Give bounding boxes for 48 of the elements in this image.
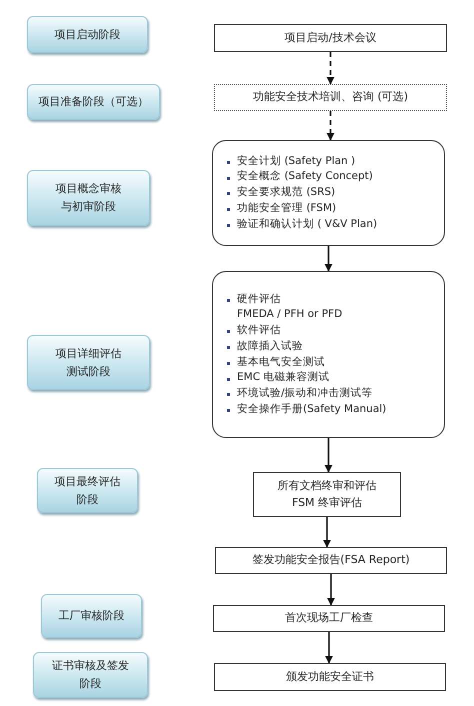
stage-box — [27, 170, 150, 226]
box-label: 工厂审核阶段 — [58, 608, 124, 624]
list-item: 安全操作手册(Safety Manual) — [227, 402, 386, 418]
process-box — [215, 547, 447, 574]
box-label: 项目准备阶段（可选） — [38, 94, 148, 110]
list-item: 安全计划 (Safety Plan ) — [227, 154, 356, 170]
stage-box — [27, 84, 160, 120]
box-label: 功能安全技术培训、咨询 (可选) — [252, 89, 408, 106]
arrow — [326, 52, 334, 85]
arrow — [326, 111, 334, 141]
list-item: 软件评估 — [227, 323, 281, 339]
box-label: 证书审核及签发阶段 — [50, 658, 130, 692]
list-item: 安全要求规范 (SRS) — [227, 185, 336, 201]
box-label: 项目详细评估测试阶段 — [54, 346, 122, 380]
list-item: 安全概念 (Safety Concept) — [227, 169, 373, 186]
box-label: 项目概念审核与初审阶段 — [54, 181, 122, 215]
box-label: 首次现场工厂检查 — [285, 610, 373, 626]
process-box — [214, 24, 447, 52]
checklist-box — [212, 271, 445, 438]
stage-box — [41, 594, 142, 638]
box-label: 项目启动阶段 — [54, 26, 120, 43]
process-box — [214, 663, 446, 691]
box-label: 项目启动/技术会议 — [284, 30, 376, 46]
arrow — [324, 246, 332, 272]
box-label: 项目最终评估阶段 — [53, 474, 122, 508]
arrow — [324, 438, 332, 473]
arrow — [327, 574, 335, 606]
list-item: FMEDA / PFH or PFD — [236, 307, 342, 322]
arrow — [325, 632, 333, 664]
stage-box — [33, 652, 148, 698]
list-item: 硬件评估 — [227, 292, 281, 308]
box-label: 所有文档终审和评估 FSM 终审评估 — [276, 478, 378, 510]
list-item: EMC 电磁兼容测试 — [227, 370, 330, 386]
box-label: 签发功能安全报告(FSA Report) — [252, 552, 410, 568]
list-item: 环境试验/振动和冲击测试等 — [227, 386, 373, 402]
arrow — [323, 517, 331, 548]
list-item: 验证和确认计划 ( V&V Plan) — [227, 216, 378, 232]
stage-box — [27, 16, 148, 53]
process-box — [253, 472, 401, 517]
stage-box — [27, 335, 150, 390]
process-box — [214, 84, 447, 111]
stage-box — [37, 468, 138, 513]
checklist-box — [212, 140, 445, 246]
box-label: 颁发功能安全证书 — [286, 668, 374, 685]
list-item: 基本电气安全测试 — [227, 354, 325, 370]
list-item: 功能安全管理 (FSM) — [227, 200, 336, 217]
list-item: 故障插入试验 — [227, 338, 303, 354]
process-box — [213, 605, 445, 632]
